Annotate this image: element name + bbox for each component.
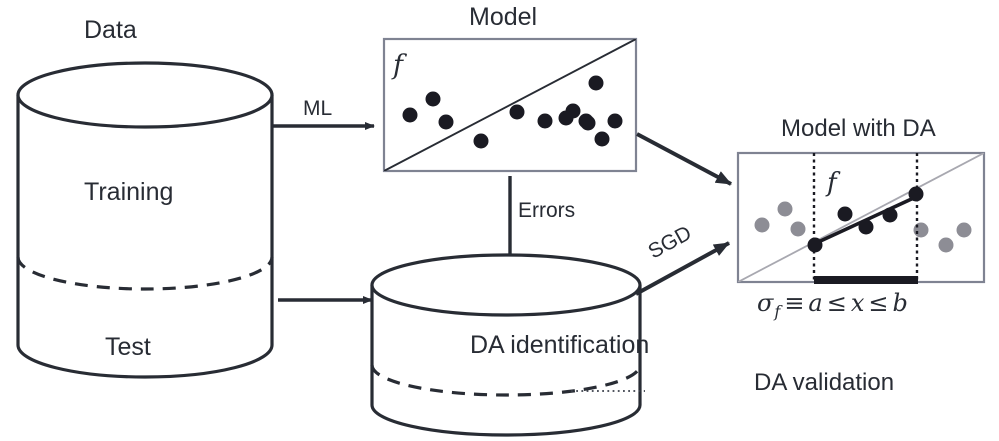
data-cylinder bbox=[16, 61, 274, 379]
formula-lower-bound: a bbox=[808, 289, 824, 317]
model-da-box-title: Model with DA bbox=[781, 115, 936, 142]
model-fit-line bbox=[384, 39, 636, 171]
da-reference-line bbox=[738, 153, 984, 282]
ml-arrow-label: ML bbox=[303, 97, 333, 120]
formula-upper-bound: b bbox=[892, 289, 909, 317]
da-cylinder bbox=[370, 253, 645, 437]
formula-sigma: σ bbox=[757, 289, 775, 317]
sgd-arrow bbox=[635, 241, 730, 296]
da-domain-formula: σf≡a≤x≤b bbox=[757, 291, 909, 320]
model-to-da-arrow bbox=[636, 132, 732, 186]
model-da-box bbox=[736, 151, 986, 284]
data-cylinder-title: Data bbox=[84, 16, 137, 44]
da-cylinder-title: DA identification bbox=[470, 331, 650, 359]
model-box bbox=[382, 37, 638, 173]
model-box-title: Model bbox=[469, 3, 538, 31]
data-cylinder-training: Training bbox=[84, 178, 174, 206]
da-cylinder-divider bbox=[370, 364, 642, 397]
formula-le-2: ≤ bbox=[868, 289, 890, 317]
formula-sigma-subscript: f bbox=[774, 301, 782, 321]
formula-variable: x bbox=[850, 289, 866, 317]
da-outside-points bbox=[754, 201, 972, 253]
formula-le-1: ≤ bbox=[826, 289, 848, 317]
formula-equiv: ≡ bbox=[784, 289, 806, 317]
model-da-function-symbol: f bbox=[827, 168, 837, 198]
model-function-symbol: f bbox=[393, 50, 403, 81]
data-cylinder-divider bbox=[16, 256, 274, 291]
errors-arrow-label: Errors bbox=[518, 199, 576, 222]
da-validation-label: DA validation bbox=[754, 369, 895, 396]
data-cylinder-test: Test bbox=[105, 333, 151, 361]
